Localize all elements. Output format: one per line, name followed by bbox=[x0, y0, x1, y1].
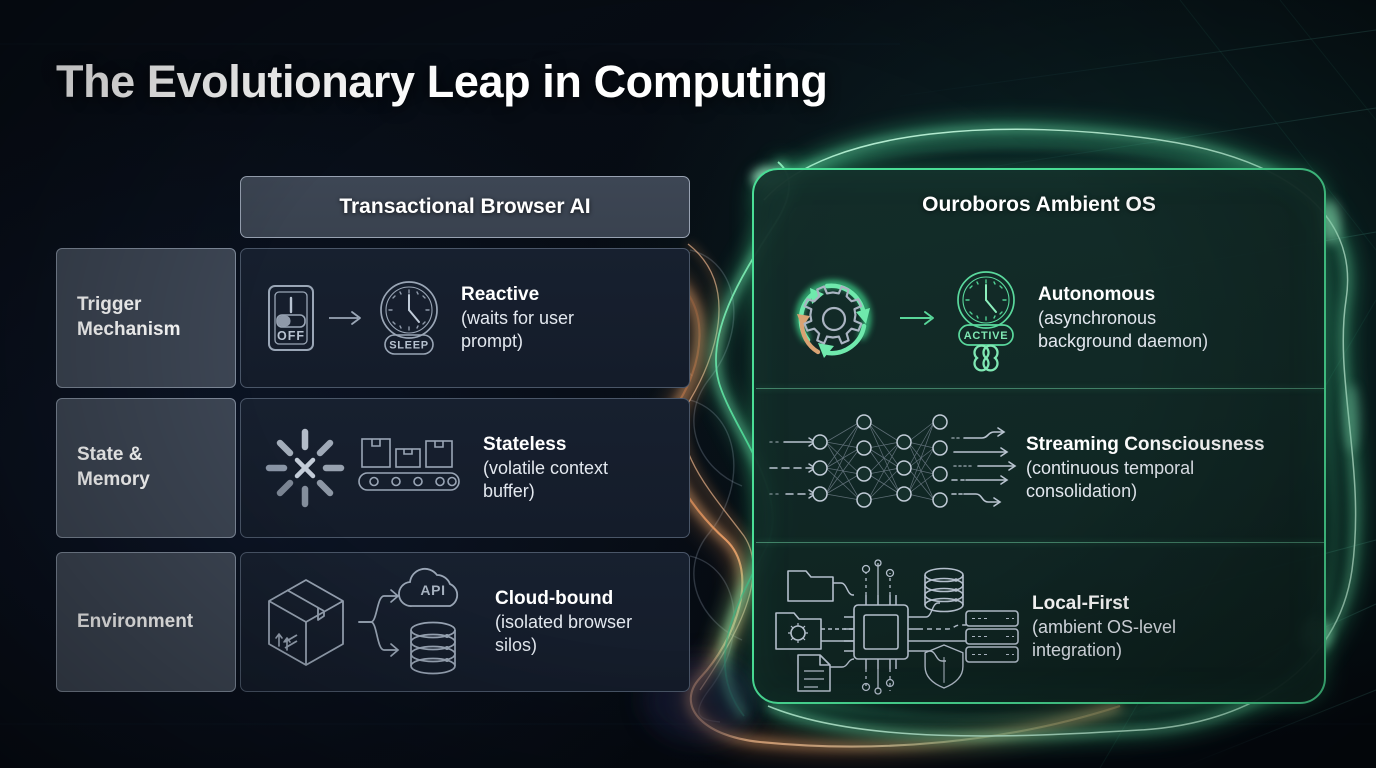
svg-text:API: API bbox=[420, 582, 445, 598]
cloud-icon: API bbox=[398, 567, 459, 607]
panel-ouroboros-ambient-os: Ouroboros Ambient OS bbox=[752, 168, 1326, 704]
arrow-right-icon bbox=[900, 311, 934, 325]
cell-legacy-trigger: OFF bbox=[240, 248, 690, 388]
row-label-text: State &Memory bbox=[77, 444, 150, 490]
arrow-right-icon bbox=[329, 311, 361, 325]
icon-group-streaming bbox=[768, 408, 1018, 528]
cpu-integration-icon bbox=[775, 559, 1019, 695]
folder-settings-icon bbox=[775, 612, 822, 650]
svg-text:OFF: OFF bbox=[277, 329, 305, 343]
row-label-environment: Environment bbox=[56, 552, 236, 692]
icon-group-stateless bbox=[263, 426, 465, 510]
gear-cycle-icon bbox=[795, 280, 871, 358]
icon-group-cloudbound: API bbox=[263, 567, 477, 676]
cell-title: Streaming Consciousness bbox=[1026, 433, 1265, 455]
row-divider-1 bbox=[756, 388, 1324, 389]
icon-group-reactive: OFF bbox=[263, 277, 443, 359]
spinner-cancel-icon bbox=[265, 428, 345, 508]
column-header-ambient: Ouroboros Ambient OS bbox=[922, 193, 1156, 216]
icon-group-autonomous: ACTIVE bbox=[780, 264, 1022, 372]
text-block-streaming: Streaming Consciousness (continuous temp… bbox=[1026, 433, 1265, 503]
svg-text:ACTIVE: ACTIVE bbox=[964, 330, 1009, 342]
cell-title: Autonomous bbox=[1038, 283, 1156, 305]
page-title: The Evolutionary Leap in Computing bbox=[56, 56, 828, 107]
stream-arrows-icon bbox=[951, 427, 1017, 507]
folder-icon bbox=[787, 570, 834, 602]
column-header-legacy: Transactional Browser AI bbox=[240, 176, 690, 238]
infinity-icon bbox=[973, 344, 999, 372]
row-divider-2 bbox=[756, 542, 1324, 543]
icon-group-localfirst bbox=[772, 559, 1022, 695]
svg-text:SLEEP: SLEEP bbox=[389, 340, 429, 352]
database-icon bbox=[410, 621, 456, 675]
neural-network-icon bbox=[769, 414, 1017, 508]
document-icon bbox=[797, 654, 831, 692]
database-icon bbox=[924, 567, 964, 613]
clock-active-icon: ACTIVE bbox=[957, 271, 1015, 372]
conveyor-belt-boxes-icon bbox=[358, 438, 460, 491]
toggle-switch-off-icon: OFF bbox=[268, 285, 314, 351]
cloud-api-database-icon: API bbox=[358, 567, 459, 675]
cell-legacy-environment: API Cloud-bound (isolated bbox=[240, 552, 690, 692]
cell-title: Stateless bbox=[483, 433, 567, 455]
cell-title: Reactive bbox=[461, 283, 540, 305]
cpu-chip-icon bbox=[844, 595, 918, 669]
row-label-state-memory: State &Memory bbox=[56, 398, 236, 538]
package-box-icon bbox=[268, 579, 344, 666]
cell-ambient-state: Streaming Consciousness (continuous temp… bbox=[754, 398, 1324, 538]
clock-sleep-icon: SLEEP bbox=[380, 281, 438, 355]
server-rack-icon bbox=[965, 610, 1019, 663]
cell-title: Cloud-bound bbox=[495, 587, 614, 609]
row-label-text: Environment bbox=[77, 610, 194, 632]
cell-title: Local-First bbox=[1032, 592, 1130, 614]
